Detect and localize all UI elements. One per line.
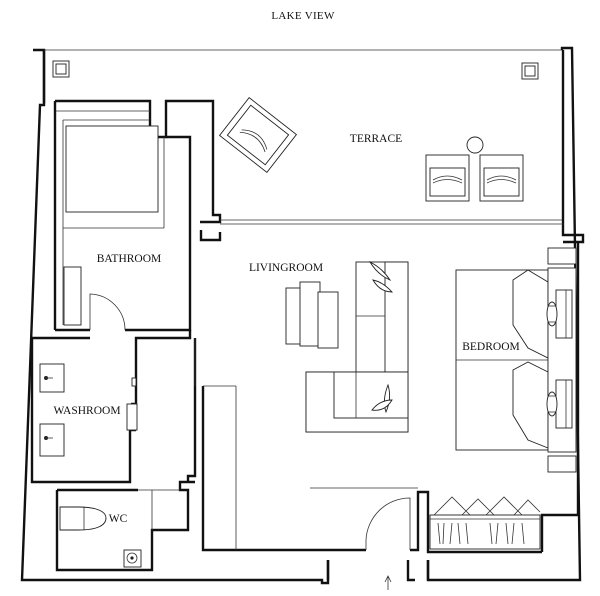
nightstand-bottom — [547, 455, 577, 473]
washroom-vanity — [39, 363, 138, 457]
entrance-door — [365, 497, 411, 550]
terrace-armchair-right — [479, 154, 524, 202]
label-washroom: WASHROOM — [53, 405, 120, 417]
interior-lines — [194, 338, 418, 550]
sofa-cushion-top — [368, 260, 394, 293]
coffee-table — [285, 281, 339, 349]
wardrobe — [429, 496, 541, 550]
terrace-planter-left — [52, 60, 70, 78]
floor-drain — [123, 549, 142, 568]
terrace-armchair-left — [425, 154, 470, 202]
terrace-side-table — [466, 136, 484, 154]
bathtub — [56, 110, 165, 326]
bed-headboard — [546, 267, 577, 453]
label-bedroom: BEDROOM — [462, 341, 520, 353]
label-lake-view: LAKE VIEW — [271, 10, 335, 22]
label-livingroom: LIVINGROOM — [249, 262, 323, 274]
toilet — [59, 506, 107, 531]
bed — [455, 269, 549, 451]
label-terrace: TERRACE — [350, 133, 402, 145]
sofa-cushion-bottom — [371, 383, 393, 414]
terrace-planter-right — [521, 62, 539, 80]
bathroom-door — [89, 293, 126, 331]
terrace-lounge-chair — [218, 96, 298, 174]
nightstand-top — [547, 247, 577, 265]
label-wc: WC — [109, 513, 128, 525]
entrance-arrow-icon — [384, 575, 392, 590]
label-bathroom: BATHROOM — [97, 253, 162, 265]
